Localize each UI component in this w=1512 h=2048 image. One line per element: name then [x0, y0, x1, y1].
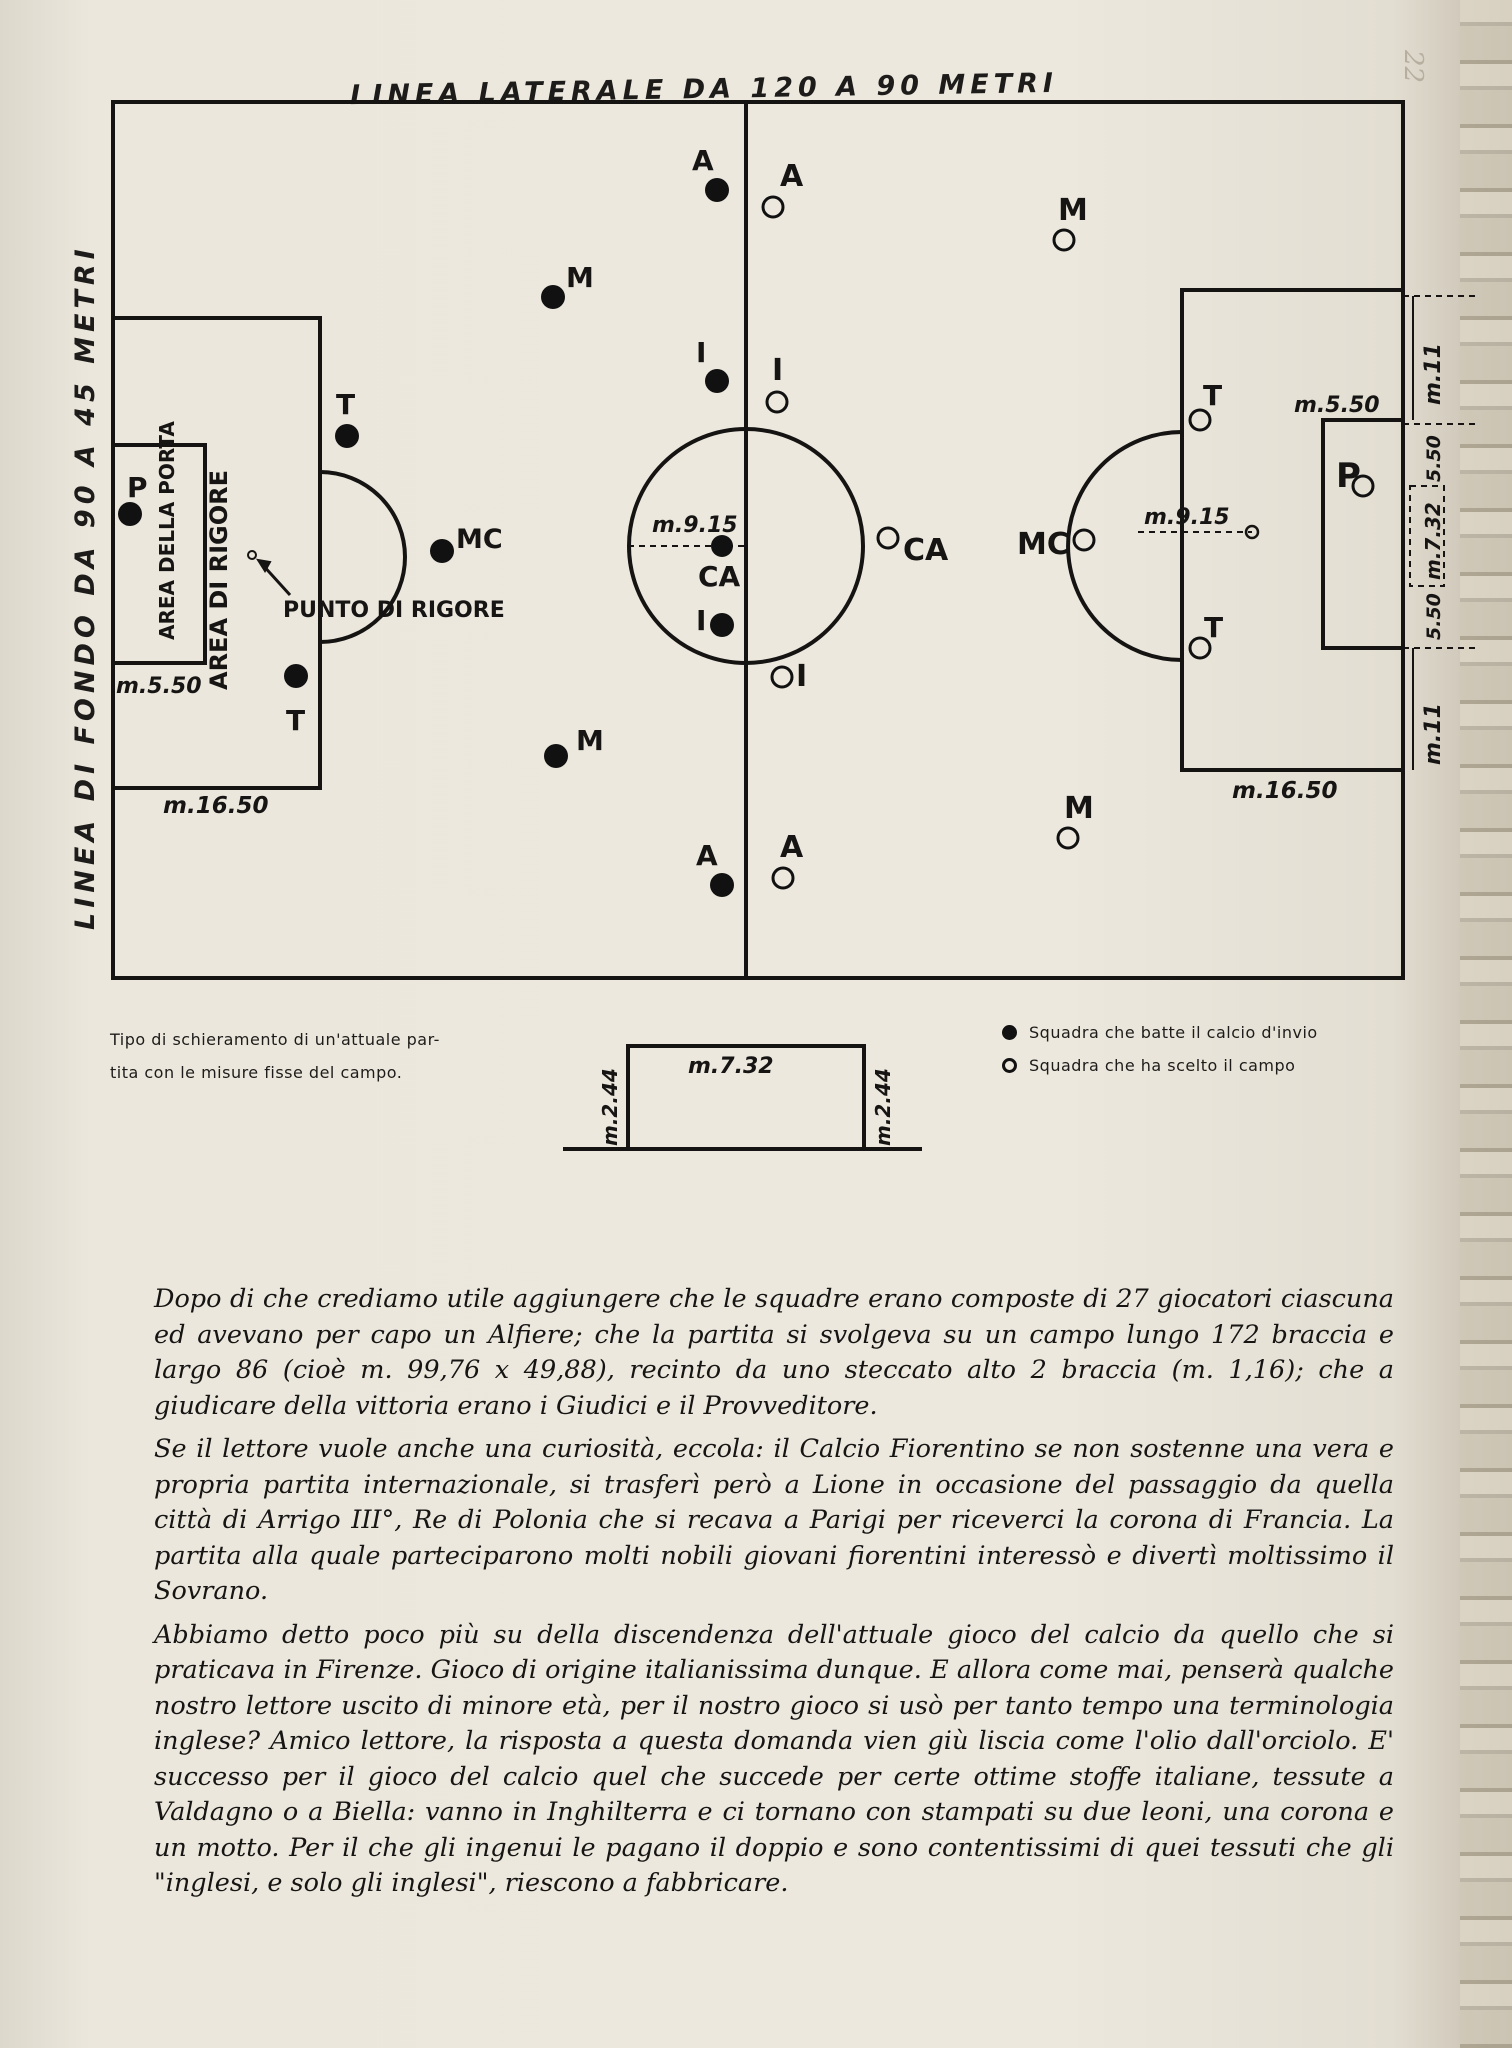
kickoff-team-players: P T T MC M M A I CA I A	[118, 144, 741, 897]
player-marker-hollow	[1188, 636, 1212, 660]
player-marker-hollow	[1056, 826, 1080, 850]
paragraph: Dopo di che crediamo utile aggiungere ch…	[154, 1284, 1394, 1421]
player-marker-filled	[710, 613, 734, 637]
left-penalty-area-label: AREA DI RIGORE	[205, 470, 233, 690]
player-marker-filled	[335, 424, 359, 448]
side-goal-top-measure: 5.50	[1423, 435, 1445, 482]
player-marker-hollow	[761, 195, 785, 219]
right-penalty-area	[1180, 288, 1405, 772]
player-label: I	[696, 604, 706, 637]
left-goal-area	[111, 443, 207, 665]
player-label: T	[1204, 611, 1223, 644]
legend-item-kickoff-team: Squadra che batte il calcio d'invio	[1002, 1016, 1422, 1049]
player-label: T	[336, 388, 355, 421]
goal-height-right-dimension: m.2.44	[871, 1068, 895, 1146]
goal-width-dimension: m.7.32	[688, 1054, 774, 1079]
filled-dot-icon	[1002, 1025, 1017, 1040]
player-label: CA	[698, 560, 741, 593]
article-body: Dopo di che crediamo utile aggiungere ch…	[154, 1282, 1394, 1910]
caption-line: tita con le misure fisse del campo.	[110, 1063, 403, 1082]
left-penalty-arc	[319, 470, 407, 644]
player-label: T	[286, 704, 305, 737]
right-penalty-depth-measure: m.16.50	[1232, 778, 1337, 804]
player-marker-hollow	[771, 866, 795, 890]
player-marker-hollow	[765, 390, 789, 414]
player-label: A	[692, 144, 714, 177]
player-marker-filled	[544, 744, 568, 768]
football-pitch-diagram: AREA DELLA PORTA AREA DI RIGORE PUNTO DI…	[111, 100, 1480, 1151]
right-goal-area	[1321, 418, 1405, 650]
player-marker-filled	[710, 873, 734, 897]
left-penalty-depth-measure: m.16.50	[163, 793, 268, 819]
right-goal-area-depth-measure: m.5.50	[1294, 393, 1380, 418]
center-radius-measure: m.9.15	[652, 513, 738, 538]
player-marker-hollow	[770, 665, 794, 689]
player-marker-filled	[118, 502, 142, 526]
player-marker-hollow	[1072, 528, 1096, 552]
player-marker-filled	[705, 178, 729, 202]
caption-line: Tipo di schieramento di un'attuale par-	[110, 1030, 440, 1049]
penalty-spot-right	[1244, 524, 1260, 540]
left-goal-area-depth-measure: m.5.50	[116, 674, 202, 699]
player-marker-hollow	[1351, 474, 1375, 498]
hollow-dot-icon	[1002, 1058, 1017, 1073]
side-bottom-measure: m.11	[1421, 703, 1446, 765]
player-label: MC	[1017, 527, 1069, 562]
penalty-spot-left	[247, 550, 257, 560]
player-label: I	[696, 336, 706, 369]
page-binding-edge	[1460, 0, 1512, 2048]
goal-diagram	[563, 1044, 922, 1151]
player-label: I	[796, 659, 807, 694]
player-label: A	[780, 159, 804, 194]
player-marker-filled	[541, 285, 565, 309]
goal-height-left-dimension: m.2.44	[598, 1068, 622, 1146]
player-label: MC	[456, 524, 503, 555]
player-label: T	[1203, 379, 1222, 412]
player-label: P	[127, 471, 148, 504]
paragraph: Se il lettore vuole anche una curiosità,…	[154, 1434, 1394, 1606]
legend: Squadra che batte il calcio d'invio Squa…	[1002, 1016, 1422, 1082]
player-marker-filled	[711, 535, 733, 557]
goal-width-measure: m.7.32	[1421, 502, 1445, 580]
paragraph: Abbiamo detto poco più su della discende…	[154, 1619, 1394, 1899]
legend-label: Squadra che batte il calcio d'invio	[1029, 1023, 1318, 1042]
pitch-outline	[111, 100, 1405, 980]
player-marker-filled	[284, 664, 308, 688]
right-arc-radius-measure: m.9.15	[1144, 505, 1230, 530]
player-marker-hollow	[876, 526, 900, 550]
diagram-caption: Tipo di schieramento di un'attuale par- …	[110, 1023, 500, 1089]
player-marker-hollow	[1052, 228, 1076, 252]
legend-label: Squadra che ha scelto il campo	[1029, 1056, 1296, 1075]
player-label: M	[576, 724, 604, 757]
player-label: A	[696, 839, 718, 872]
player-label: M	[566, 261, 594, 294]
player-label: M	[1058, 193, 1088, 228]
player-label: CA	[903, 533, 949, 568]
player-marker-filled	[430, 539, 454, 563]
penalty-spot-label: PUNTO DI RIGORE	[283, 598, 505, 623]
player-label: M	[1064, 791, 1094, 826]
player-marker-hollow	[1188, 408, 1212, 432]
left-goal-area-label: AREA DELLA PORTA	[155, 421, 179, 640]
player-label: P	[1336, 456, 1361, 496]
side-goal-bottom-measure: 5.50	[1423, 593, 1445, 640]
player-marker-filled	[705, 369, 729, 393]
right-penalty-arc	[1066, 430, 1183, 662]
right-goal-net	[1409, 485, 1445, 587]
player-label: I	[772, 353, 783, 388]
goal-frame	[626, 1044, 866, 1149]
penalty-spot-arrowhead	[255, 558, 272, 573]
player-label: A	[780, 830, 804, 865]
field-choosing-team-players: P T T MC M M A I CA I A	[761, 159, 1375, 890]
legend-item-field-team: Squadra che ha scelto il campo	[1002, 1049, 1422, 1082]
side-top-measure: m.11	[1421, 343, 1446, 405]
